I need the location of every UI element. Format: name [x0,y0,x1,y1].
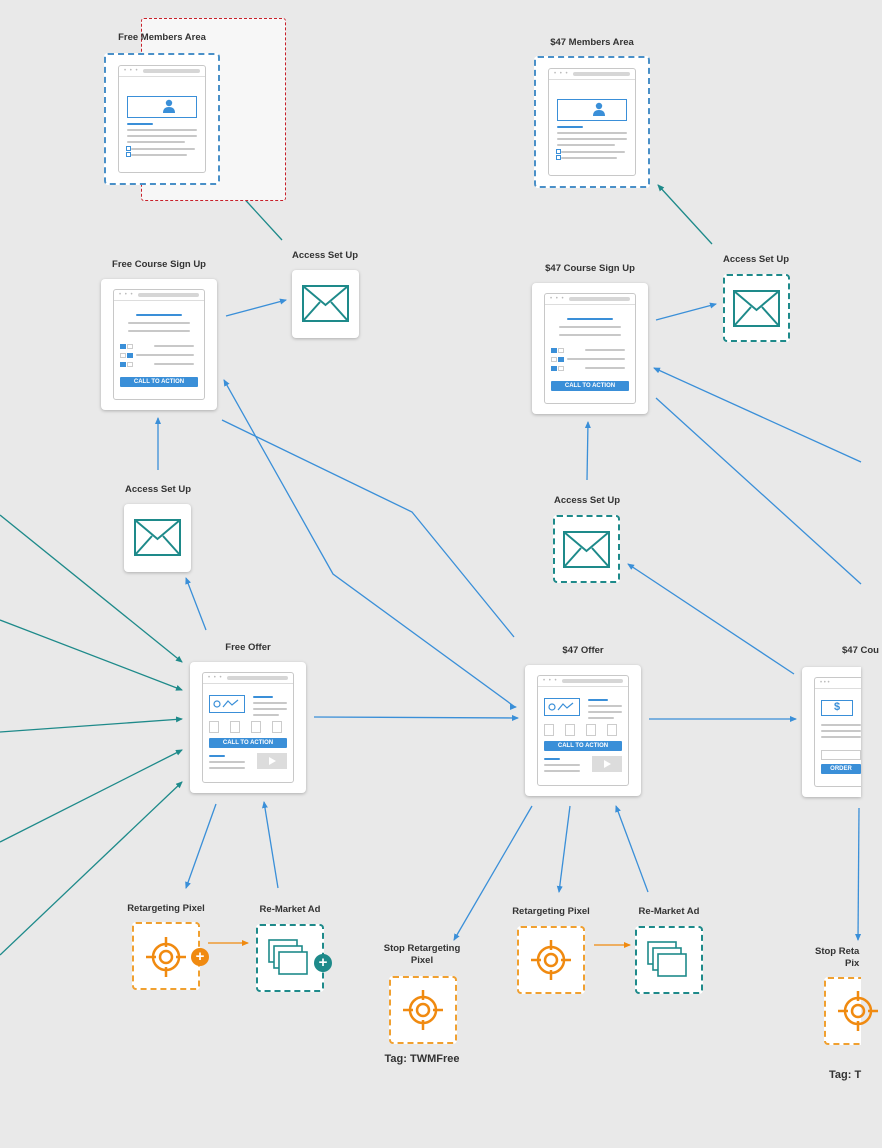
call-to-action-button[interactable]: CALL TO ACTION [209,738,287,748]
stop-retargeting-partial-label: Stop Reta Pix [815,946,859,970]
connector-in-2 [0,619,183,691]
target-icon [531,940,571,980]
connector-course-access [627,563,795,675]
envelope-icon [302,285,349,322]
paid-access-top-label: Access Set Up [722,254,790,265]
tag-partial-label: Tag: T [829,1069,862,1081]
stacked-windows-icon [647,941,687,977]
connector-right-signup [653,367,862,463]
target-icon [838,991,878,1031]
paid-remarket-label: Re-Market Ad [638,906,700,917]
free-course-signup-node[interactable]: • • • CALL TO ACTION [101,279,217,410]
free-members-area-node[interactable]: • • • [104,53,220,185]
target-icon [146,937,186,977]
connector-paidsignup-access [655,302,717,321]
envelope-icon [733,290,780,327]
free-offer-node[interactable]: • • • CALL TO ACTION [190,662,306,793]
envelope-icon [134,519,181,556]
free-access-mid-node[interactable] [124,504,191,572]
stop-retargeting-partial-line2: Pix [845,958,860,969]
stop-retargeting-label-line2: Pixel [410,955,434,966]
connector-course-stop [855,807,862,941]
connector-layer [0,180,862,956]
connector-in-4 [0,749,183,843]
free-access-mid-label: Access Set Up [124,484,192,495]
free-offer-label: Free Offer [225,642,271,653]
connector-offer-access [185,577,207,631]
connector-signup-access [225,298,287,317]
paid-offer-label: $47 Offer [562,645,604,656]
target-icon [403,990,443,1030]
paid-access-mid-node[interactable] [553,515,620,583]
play-icon [269,757,276,765]
stop-retargeting-partial-node[interactable] [824,977,878,1045]
stop-retargeting-label-line1: Stop Retargeting [383,943,461,954]
stop-retargeting-node[interactable] [389,976,457,1044]
chart-image-icon [213,699,239,708]
paid-course-signup-label: $47 Course Sign Up [545,263,635,274]
user-page-icon [593,102,605,116]
connector-paidaccess-members [657,184,713,245]
free-access-top-node[interactable] [292,270,359,338]
free-retargeting-label: Retargeting Pixel [127,903,205,914]
connector-ad-freeoffer [262,801,279,889]
play-icon [604,760,611,768]
paid-members-area-label: $47 Members Area [550,37,634,48]
call-to-action-button[interactable]: CALL TO ACTION [120,377,198,387]
free-members-area-label: Free Members Area [118,32,206,43]
connector-freeoffer-pixel [185,803,217,889]
connector-freeoffer-paidoffer [313,714,519,721]
connector-signup-paidoffer [221,419,515,638]
free-retargeting-node[interactable]: + [132,922,209,990]
connector-in-5 [0,781,183,956]
free-remarket-label: Re-Market Ad [259,904,321,915]
paid-course-signup-node[interactable]: • • • CALL TO ACTION [532,283,648,414]
connector-paidoffer-signup [223,379,516,708]
dollar-icon: $ [821,700,853,716]
tag-free-label: Tag: TWMFree [384,1053,460,1065]
free-course-signup-label: Free Course Sign Up [112,259,206,270]
paid-offer-node[interactable]: • • • CALL TO ACTION [525,665,641,796]
connector-paidaccess-signup [584,421,591,481]
paid-remarket-node[interactable] [635,926,703,994]
paid-course-order-node[interactable]: • • • $ ORDER [802,667,861,797]
call-to-action-button[interactable]: CALL TO ACTION [551,381,629,391]
plus-badge-icon[interactable]: + [314,954,332,972]
connector-signup-right [655,397,862,585]
stop-retargeting-label: Stop Retargeting Pixel [384,943,461,967]
order-button[interactable]: ORDER [821,764,861,774]
paid-retargeting-label: Retargeting Pixel [512,906,590,917]
paid-course-label: $47 Cou [842,645,879,656]
user-page-icon [163,99,175,113]
plus-badge-icon[interactable]: + [191,948,209,966]
connector-in-3 [0,716,183,733]
paid-access-top-node[interactable] [723,274,790,342]
video-thumbnail [592,756,622,772]
chart-image-icon [548,702,574,711]
paid-members-area-node[interactable]: • • • [534,56,650,188]
free-access-top-label: Access Set Up [291,250,359,261]
connector-in-1 [0,514,183,663]
stop-retargeting-partial-line1: Stop Reta [815,946,860,957]
envelope-icon [563,531,610,568]
paid-retargeting-node[interactable] [517,926,585,994]
video-thumbnail [257,753,287,769]
stacked-windows-icon [268,939,308,975]
call-to-action-button[interactable]: CALL TO ACTION [544,741,622,751]
connector-paidad-offer [615,805,649,893]
free-remarket-node[interactable]: + [256,924,332,992]
connector-paidoffer-stop [453,805,533,941]
connector-paidoffer-pixel [556,805,571,893]
paid-access-mid-label: Access Set Up [553,495,621,506]
